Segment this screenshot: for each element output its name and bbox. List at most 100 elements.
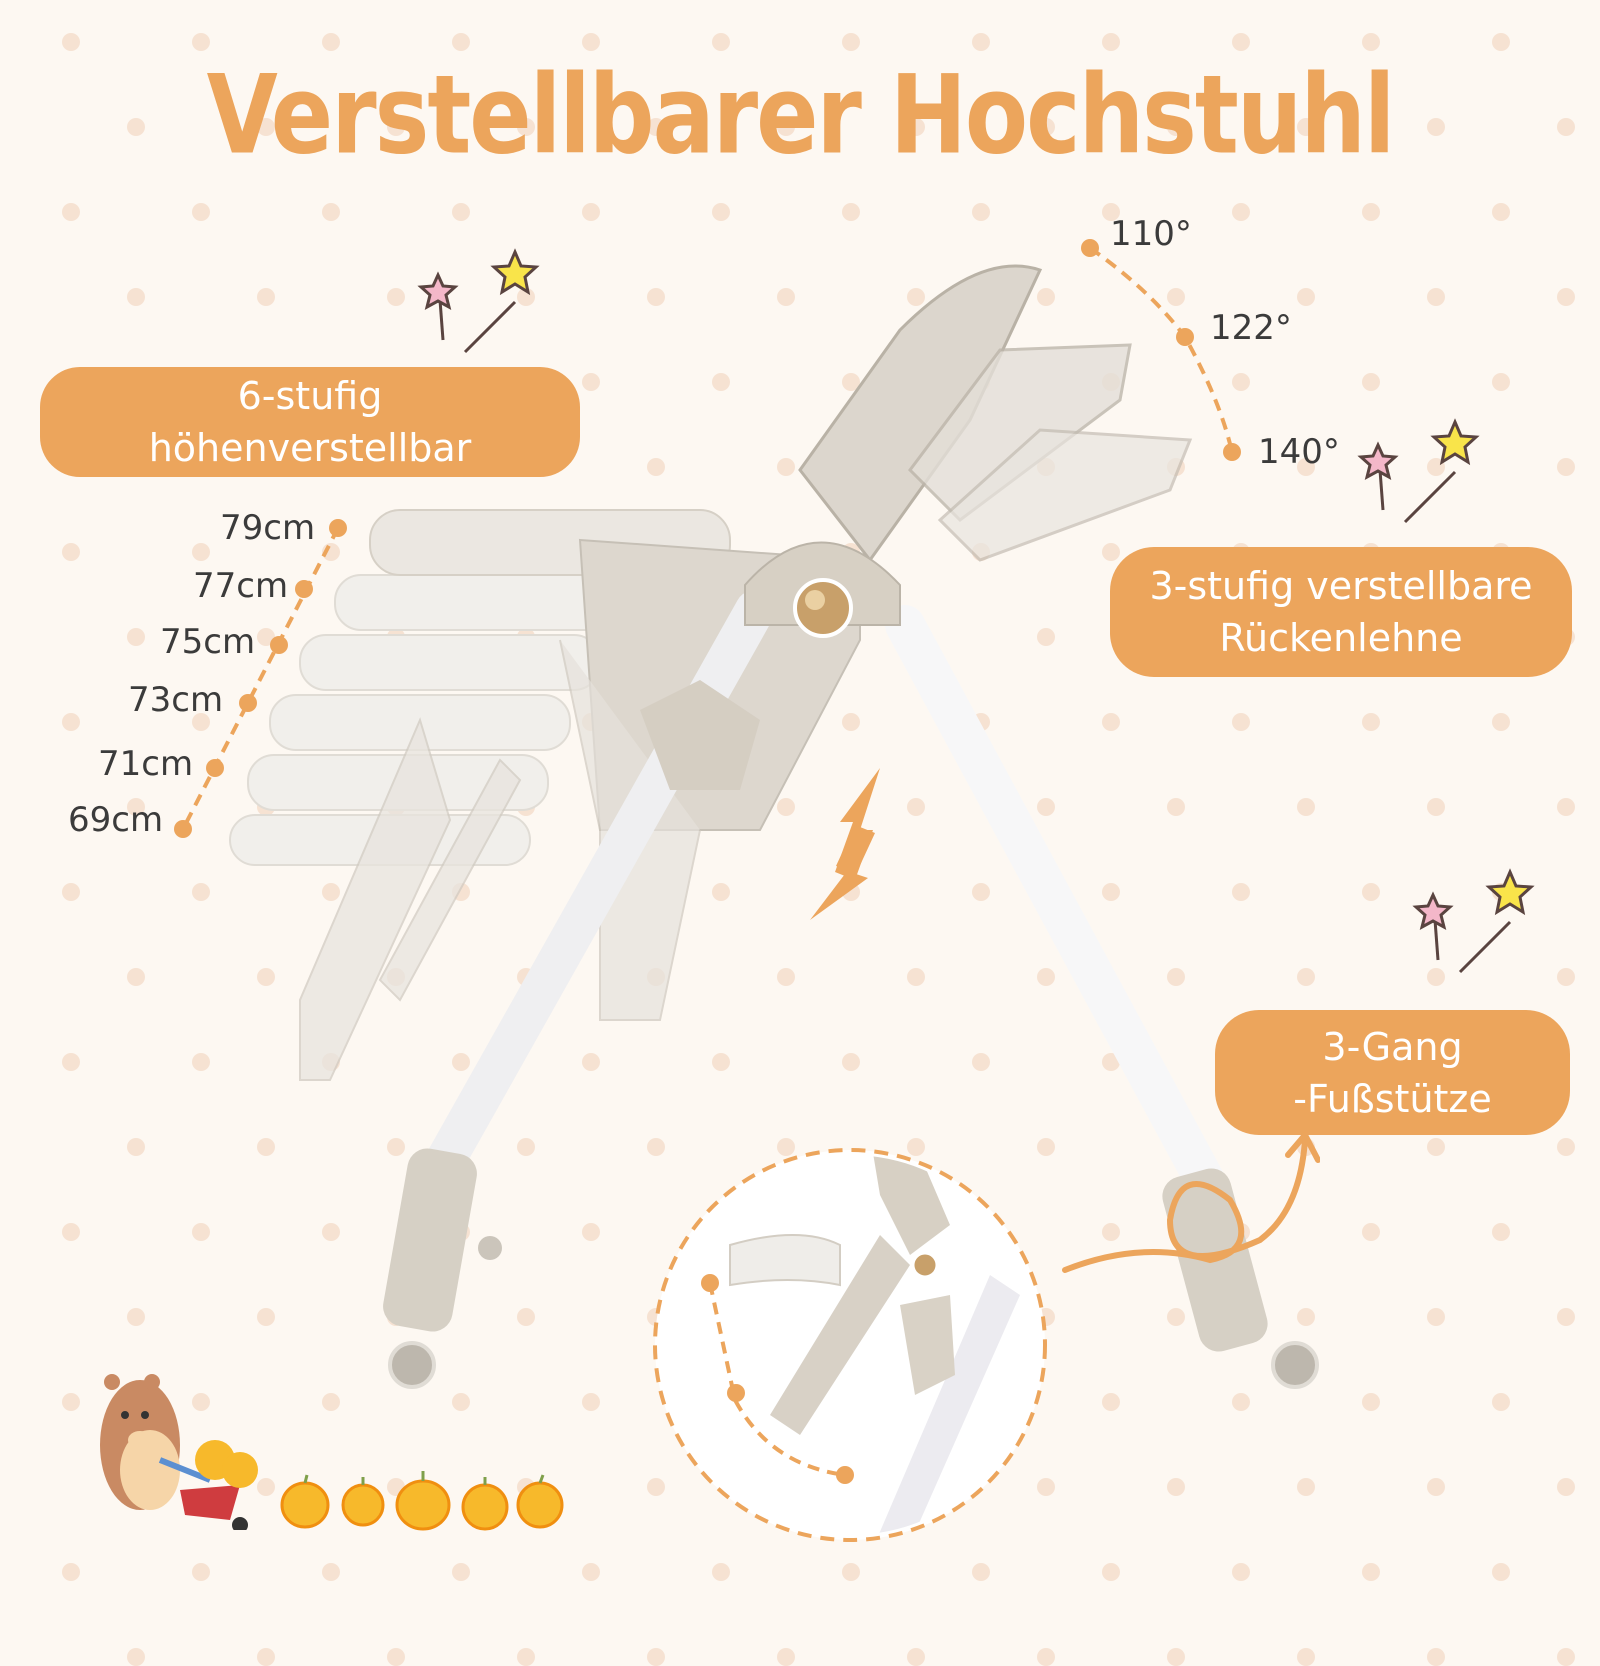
background-dot: [1037, 288, 1055, 306]
background-dot: [1557, 118, 1575, 136]
angle-label-122: 122°: [1210, 308, 1292, 348]
background-dot: [647, 1648, 665, 1666]
background-dot: [257, 1478, 275, 1496]
background-dot: [647, 458, 665, 476]
background-dot: [1427, 118, 1445, 136]
feature-height-line1: 6-stufig: [237, 374, 383, 418]
background-dot: [907, 968, 925, 986]
background-dot: [907, 118, 925, 136]
background-dot: [972, 1563, 990, 1581]
star-wand-icon: [1357, 418, 1480, 524]
background-dot: [712, 203, 730, 221]
background-dot: [842, 373, 860, 391]
background-dot: [127, 798, 145, 816]
background-dot: [907, 288, 925, 306]
background-dot: [1297, 968, 1315, 986]
background-dot: [1232, 1563, 1250, 1581]
background-dot: [257, 1138, 275, 1156]
background-dot: [1167, 798, 1185, 816]
feature-backrest-pill: 3-stufig verstellbare Rückenlehne: [1110, 547, 1572, 677]
background-dot: [322, 1393, 340, 1411]
background-dot: [1492, 33, 1510, 51]
background-dot: [777, 1648, 795, 1666]
background-dot: [972, 1053, 990, 1071]
background-dot: [257, 1648, 275, 1666]
background-dot: [712, 883, 730, 901]
background-dot: [1362, 713, 1380, 731]
background-dot: [1232, 203, 1250, 221]
background-dot: [192, 203, 210, 221]
background-dot: [62, 1563, 80, 1581]
background-dot: [647, 118, 665, 136]
background-dot: [62, 1223, 80, 1241]
background-dot: [192, 1053, 210, 1071]
background-dot: [62, 883, 80, 901]
background-dot: [192, 713, 210, 731]
background-dot: [1037, 1648, 1055, 1666]
background-dot: [1557, 458, 1575, 476]
background-dot: [1037, 628, 1055, 646]
feature-height-pill: 6-stufig höhenverstellbar: [40, 367, 580, 477]
background-dot: [777, 458, 795, 476]
background-dot: [257, 628, 275, 646]
background-dot: [1037, 1478, 1055, 1496]
background-dot: [1427, 798, 1445, 816]
height-label-75: 75cm: [160, 622, 256, 662]
background-dot: [1102, 33, 1120, 51]
background-dot: [972, 203, 990, 221]
background-dot: [1037, 118, 1055, 136]
background-dot: [62, 33, 80, 51]
background-dot: [127, 288, 145, 306]
background-dot: [1102, 1563, 1120, 1581]
background-dot: [777, 968, 795, 986]
background-dot: [1362, 203, 1380, 221]
background-dot: [1362, 33, 1380, 51]
footrest-detail-inset: [653, 1148, 1047, 1542]
pumpkin-row-illustration: [280, 1471, 564, 1531]
background-dot: [1102, 543, 1120, 561]
background-dot: [1492, 203, 1510, 221]
background-dot: [1492, 1563, 1510, 1581]
background-dot: [1102, 1393, 1120, 1411]
feature-footrest-line1: 3-Gang: [1322, 1024, 1463, 1069]
background-dot: [1102, 1053, 1120, 1071]
background-dot: [517, 118, 535, 136]
background-dot: [1362, 373, 1380, 391]
background-dot: [1557, 1478, 1575, 1496]
background-dot: [62, 713, 80, 731]
background-dot: [1427, 1138, 1445, 1156]
background-dot: [582, 373, 600, 391]
background-dot: [62, 543, 80, 561]
height-label-73: 73cm: [128, 680, 224, 720]
background-dot: [127, 1138, 145, 1156]
background-dot: [192, 33, 210, 51]
background-dot: [1102, 883, 1120, 901]
background-dot: [1297, 458, 1315, 476]
height-label-77: 77cm: [193, 566, 289, 606]
background-dot: [907, 1138, 925, 1156]
background-dot: [1362, 1393, 1380, 1411]
page-title: Verstellbarer Hochstuhl: [206, 52, 1396, 179]
background-dot: [387, 1648, 405, 1666]
background-dot: [842, 713, 860, 731]
background-dot: [1102, 713, 1120, 731]
background-dot: [907, 798, 925, 816]
star-wand-icon: [1412, 868, 1535, 974]
feature-height-line2: höhenverstellbar: [148, 426, 472, 470]
background-dot: [517, 288, 535, 306]
background-dot: [777, 798, 795, 816]
background-dot: [972, 883, 990, 901]
background-dot: [1297, 798, 1315, 816]
background-dot: [127, 1648, 145, 1666]
background-dot: [1492, 373, 1510, 391]
background-dot: [452, 1053, 470, 1071]
background-dot: [582, 203, 600, 221]
background-dot: [582, 1393, 600, 1411]
feature-backrest-line1: 3-stufig verstellbare: [1149, 564, 1533, 608]
background-dot: [1232, 883, 1250, 901]
background-dot: [1557, 288, 1575, 306]
background-dot: [1557, 1138, 1575, 1156]
background-dot: [322, 203, 340, 221]
background-dot: [1167, 968, 1185, 986]
background-dot: [517, 1308, 535, 1326]
